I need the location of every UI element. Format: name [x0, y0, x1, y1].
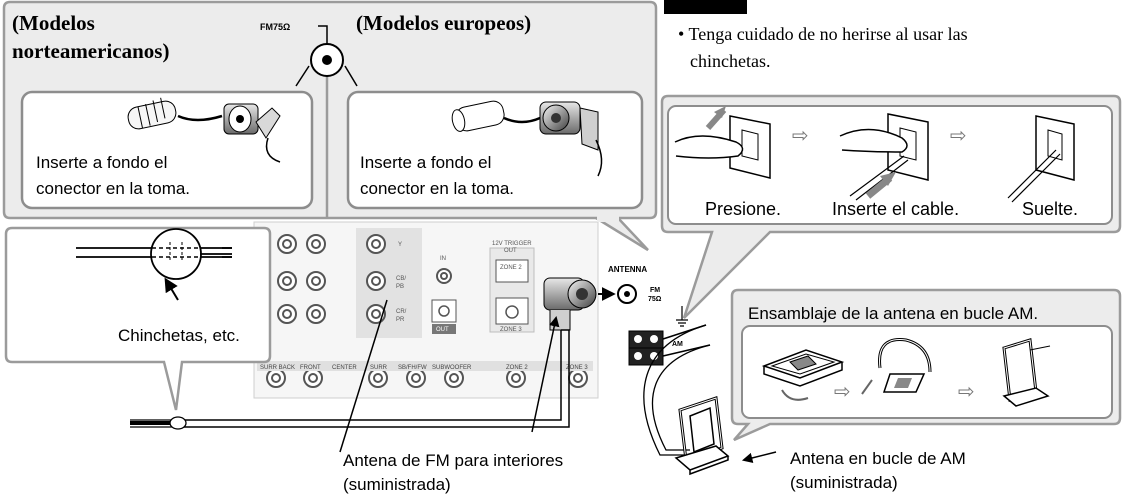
am-antenna-label-2: (suministrada)	[790, 473, 898, 492]
am-loop-folded-illustration	[761, 349, 845, 401]
step-release-illustration	[1007, 115, 1075, 203]
label-out: OUT	[436, 327, 449, 333]
na-connector-illustration	[127, 97, 281, 163]
bottom-label-strip: SURR BACK FRONT CENTER SURR SB/FH/FW SUB…	[257, 361, 593, 371]
models-callout: FM75Ω (Modelos norteamericanos) (Modelos…	[2, 0, 658, 252]
label-trigger-zone2: ZONE 2	[500, 265, 522, 271]
am-loop-antenna	[674, 395, 730, 476]
caution-line2: chinchetas.	[690, 51, 770, 71]
na-models-line2: norteamericanos)	[12, 39, 169, 63]
label-trigger-1: 12V TRIGGER	[492, 241, 532, 247]
rca-jacks	[266, 234, 588, 388]
label-cr-2: PR	[396, 317, 405, 323]
label-in: IN	[440, 256, 446, 262]
eu-models-label: (Modelos europeos)	[356, 11, 531, 35]
bottom-label-7: ZONE 3	[566, 365, 588, 371]
bottom-label-4: SB/FH/FW	[398, 365, 427, 371]
eu-instruction-line1: Inserte a fondo el	[360, 153, 491, 172]
am-antenna-label-1: Antena en bucle de AM	[790, 449, 966, 468]
na-instruction-line2: conector en la toma.	[36, 179, 190, 198]
bottom-label-0: SURR BACK	[260, 365, 295, 371]
am-arrow-icon-2: ⇨	[958, 381, 975, 403]
rear-panel: Y CB/ PB CR/ PR IN OUT 12V TRIGGER OUT Z…	[253, 221, 688, 399]
bottom-label-2: CENTER	[332, 365, 357, 371]
antenna-label: ANTENNA	[608, 265, 647, 274]
push-terminal-callout: ⇨ ⇨ Presione. Inserte el cable. Suelte.	[660, 94, 1122, 319]
label-cb-1: CB/	[396, 276, 406, 282]
bottom-label-5: SUBWOOFER	[432, 365, 472, 371]
step-arrow-icon-1: ⇨	[792, 125, 809, 147]
step-insert-illustration	[839, 113, 929, 201]
bottom-label-1: FRONT	[300, 365, 321, 371]
fm-terminal-label-1: FM	[650, 287, 660, 294]
step-arrow-icon-2: ⇨	[950, 125, 967, 147]
caution-line1: • Tenga cuidado de no herirse al usar la…	[678, 24, 968, 44]
am-assembly-callout: Ensamblaje de la antena en bucle AM. ⇨ ⇨	[730, 288, 1122, 442]
caution-header-bar	[664, 0, 747, 14]
step-label-press: Presione.	[705, 199, 781, 219]
label-y: Y	[398, 242, 402, 248]
step-label-insert: Inserte el cable.	[832, 199, 959, 219]
na-instruction-line1: Inserte a fondo el	[36, 153, 167, 172]
step-label-release: Suelte.	[1022, 199, 1078, 219]
step-press-illustration	[674, 106, 771, 179]
na-models-line1: (Modelos	[12, 11, 95, 35]
tacks-pointer-arrow	[164, 277, 179, 301]
fm-antenna-plug	[543, 277, 597, 331]
am-antenna-arrow	[741, 451, 777, 464]
am-terminal-label: AM	[672, 341, 683, 348]
am-arrow-icon-1: ⇨	[834, 381, 851, 403]
eu-instruction-line2: conector en la toma.	[360, 179, 514, 198]
tacks-callout: Chinchetas, etc.	[4, 226, 272, 411]
caution-section: • Tenga cuidado de no herirse al usar la…	[664, 0, 968, 71]
bottom-label-3: SURR	[370, 365, 388, 371]
label-cr-1: CR/	[396, 309, 407, 315]
fm-jack-label: FM75Ω	[260, 22, 290, 32]
am-assembly-title: Ensamblaje de la antena en bucle AM.	[748, 304, 1038, 323]
fm-terminal-label-2: 75Ω	[648, 296, 662, 303]
ground-icon	[676, 306, 688, 327]
label-cb-2: PB	[396, 284, 404, 290]
fm-antenna-leader	[339, 299, 388, 453]
tack-mark	[169, 416, 187, 430]
bottom-label-6: ZONE 2	[506, 365, 528, 371]
label-trigger-2: OUT	[504, 248, 517, 254]
eu-connector-illustration	[451, 100, 603, 177]
fm-antenna-arrow	[531, 315, 560, 433]
am-loop-assembled-illustration	[1002, 338, 1051, 407]
tacks-label: Chinchetas, etc.	[118, 326, 240, 345]
label-trigger-zone3: ZONE 3	[500, 327, 522, 333]
antenna-terminals: ANTENNA FM 75Ω AM	[598, 265, 688, 366]
cables	[130, 324, 711, 456]
am-loop-unfolding-illustration	[861, 338, 932, 395]
fm-antenna-label-1: Antena de FM para interiores	[343, 451, 563, 470]
fm-antenna-label-2: (suministrada)	[343, 475, 451, 494]
